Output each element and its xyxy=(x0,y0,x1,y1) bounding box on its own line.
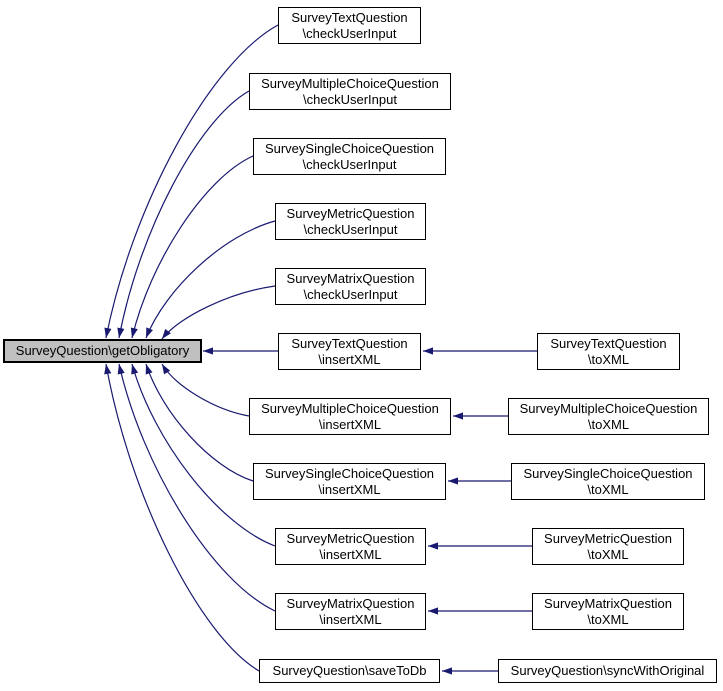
graph-node-metric-checkuserinput[interactable]: SurveyMetricQuestion\checkUserInput xyxy=(275,203,426,240)
graph-node-savetodb[interactable]: SurveyQuestion\saveToDb xyxy=(259,659,440,683)
graph-node-label: SurveyQuestion\syncWithOriginal xyxy=(510,663,705,678)
graph-node-label: \insertXML xyxy=(319,611,382,627)
graph-node-label: SurveyQuestion\getObligatory xyxy=(15,343,190,358)
graph-node-label: SurveyMultipleChoiceQuestion xyxy=(261,75,439,91)
call-edge-mcq-insertxml-to-getobligatory xyxy=(161,363,250,417)
graph-node-metric-toxml[interactable]: SurveyMetricQuestion\toXML xyxy=(532,528,684,565)
graph-node-label: \insertXML xyxy=(319,546,382,562)
graph-node-mcq-checkuserinput[interactable]: SurveyMultipleChoiceQuestion\checkUserIn… xyxy=(249,73,451,110)
graph-node-label: SurveyMatrixQuestion xyxy=(286,270,415,286)
call-edge-scq-checkuserinput-to-getobligatory xyxy=(130,155,254,339)
graph-node-label: SurveySingleChoiceQuestion xyxy=(264,140,435,156)
call-edge-text-checkuserinput-to-getobligatory xyxy=(104,24,279,339)
graph-node-mcq-insertxml[interactable]: SurveyMultipleChoiceQuestion\insertXML xyxy=(249,398,451,435)
graph-node-label: SurveyMatrixQuestion xyxy=(286,595,415,611)
graph-node-label: \checkUserInput xyxy=(303,91,397,107)
graph-node-scq-insertxml[interactable]: SurveySingleChoiceQuestion\insertXML xyxy=(253,463,446,500)
graph-node-text-checkuserinput[interactable]: SurveyTextQuestion\checkUserInput xyxy=(278,7,421,44)
graph-node-label: SurveyMultipleChoiceQuestion xyxy=(519,400,698,416)
graph-node-label: SurveySingleChoiceQuestion xyxy=(264,465,435,481)
graph-node-label: SurveySingleChoiceQuestion xyxy=(523,465,693,481)
graph-node-label: \checkUserInput xyxy=(302,156,397,172)
graph-node-metric-insertxml[interactable]: SurveyMetricQuestion\insertXML xyxy=(275,528,426,565)
graph-node-label: \toXML xyxy=(587,416,630,432)
graph-node-text-toxml[interactable]: SurveyTextQuestion\toXML xyxy=(537,333,680,370)
call-edge-matrix-insertxml-to-getobligatory xyxy=(117,363,276,612)
graph-node-matrix-toxml[interactable]: SurveyMatrixQuestion\toXML xyxy=(532,593,684,630)
graph-node-label: \insertXML xyxy=(318,481,381,497)
graph-node-syncwithoriginal[interactable]: SurveyQuestion\syncWithOriginal xyxy=(498,659,717,683)
graph-node-label: SurveyMetricQuestion xyxy=(286,205,415,221)
graph-node-label: SurveyTextQuestion xyxy=(550,335,667,351)
graph-node-label: \toXML xyxy=(587,611,629,627)
call-edge-scq-insertxml-to-getobligatory xyxy=(145,363,254,482)
graph-node-label: \checkUserInput xyxy=(303,221,398,237)
call-edge-matrix-checkuserinput-to-getobligatory xyxy=(161,285,276,340)
graph-node-scq-toxml[interactable]: SurveySingleChoiceQuestion\toXML xyxy=(511,463,705,500)
graph-node-scq-checkuserinput[interactable]: SurveySingleChoiceQuestion\checkUserInpu… xyxy=(253,138,446,175)
call-edge-mcq-checkuserinput-to-getobligatory xyxy=(117,90,250,339)
graph-node-label: SurveyMetricQuestion xyxy=(544,530,672,546)
graph-node-label: \insertXML xyxy=(318,351,381,367)
graph-node-label: SurveyMatrixQuestion xyxy=(544,595,672,611)
graph-node-matrix-insertxml[interactable]: SurveyMatrixQuestion\insertXML xyxy=(275,593,426,630)
graph-node-label: \toXML xyxy=(587,546,629,562)
graph-node-label: SurveyTextQuestion xyxy=(291,9,408,25)
graph-node-label: SurveyMetricQuestion xyxy=(286,530,415,546)
graph-node-label: \checkUserInput xyxy=(303,286,398,302)
graph-node-label: SurveyTextQuestion xyxy=(291,335,408,351)
call-edge-metric-insertxml-to-getobligatory xyxy=(131,363,276,547)
graph-node-mcq-toxml[interactable]: SurveyMultipleChoiceQuestion\toXML xyxy=(508,398,709,435)
call-edge-savetodb-to-getobligatory xyxy=(104,363,260,672)
graph-node-label: SurveyMultipleChoiceQuestion xyxy=(261,400,439,416)
graph-node-label: \insertXML xyxy=(318,416,382,432)
call-edge-metric-checkuserinput-to-getobligatory xyxy=(145,220,276,339)
graph-node-getobligatory: SurveyQuestion\getObligatory xyxy=(3,339,202,363)
graph-node-matrix-checkuserinput[interactable]: SurveyMatrixQuestion\checkUserInput xyxy=(275,268,426,305)
graph-node-label: \toXML xyxy=(587,351,630,367)
graph-node-label: \checkUserInput xyxy=(302,25,397,41)
graph-node-label: SurveyQuestion\saveToDb xyxy=(272,663,427,678)
graph-node-label: \toXML xyxy=(587,481,629,497)
graph-node-text-insertxml[interactable]: SurveyTextQuestion\insertXML xyxy=(278,333,421,370)
